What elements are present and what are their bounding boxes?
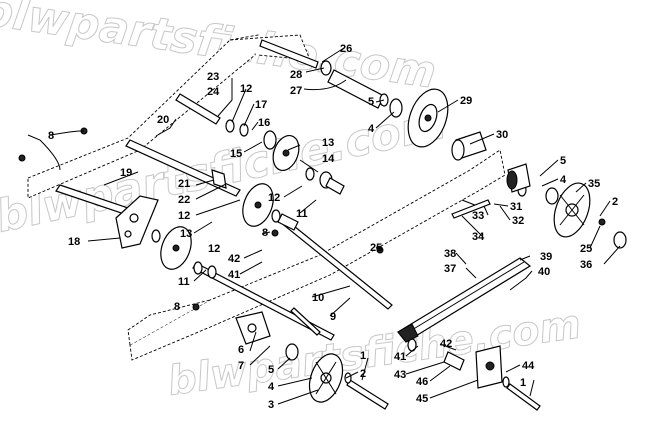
callout-42b: 42	[440, 338, 452, 350]
lower-rail	[127, 149, 506, 361]
callout-8c: 8	[174, 301, 180, 313]
callout-15: 15	[230, 148, 242, 160]
bracket-6	[235, 311, 271, 345]
wheel-13a	[272, 134, 300, 172]
callout-18: 18	[68, 236, 80, 248]
callout-27: 27	[290, 85, 302, 97]
callout-11a: 11	[296, 208, 308, 220]
callout-8b: 8	[262, 227, 268, 239]
callout-5a: 5	[368, 96, 374, 108]
callout-7: 7	[238, 360, 244, 372]
callout-41b: 41	[394, 351, 406, 363]
callout-25a: 25	[370, 242, 382, 254]
callout-30: 30	[496, 129, 508, 141]
callout-13b: 13	[180, 228, 192, 240]
callout-41a: 41	[228, 269, 240, 281]
callout-26: 26	[340, 43, 352, 55]
callout-43: 43	[394, 369, 406, 381]
callout-12d: 12	[208, 243, 220, 255]
wheel-12b	[242, 183, 274, 227]
callout-12c: 12	[178, 210, 190, 222]
bracket-18	[115, 195, 159, 249]
callout-4a: 4	[368, 123, 375, 135]
callout-10: 10	[312, 292, 324, 304]
callout-28: 28	[290, 69, 302, 81]
callout-45: 45	[416, 393, 428, 405]
callout-3: 3	[268, 399, 274, 411]
callout-8a: 8	[48, 130, 54, 142]
callout-42a: 42	[228, 253, 240, 265]
callout-20: 20	[157, 114, 169, 126]
callout-25b: 25	[580, 243, 592, 255]
callout-labels: 26 28 27 23 24 12 17 16 15 20 8 19 21 22…	[48, 43, 618, 411]
callout-9: 9	[330, 311, 336, 323]
callout-37: 37	[444, 263, 456, 275]
callout-44: 44	[522, 360, 535, 372]
callout-32: 32	[512, 215, 524, 227]
callout-6: 6	[238, 344, 244, 356]
callout-1b: 1	[520, 377, 526, 389]
callout-22: 22	[178, 194, 190, 206]
callout-1a: 1	[360, 350, 366, 362]
callout-14: 14	[322, 153, 335, 165]
callout-38: 38	[444, 248, 456, 260]
callout-21: 21	[178, 178, 190, 190]
callout-5c: 5	[268, 364, 274, 376]
callout-36: 36	[580, 259, 592, 271]
shafts	[55, 39, 541, 411]
block-44	[475, 345, 503, 389]
callout-24: 24	[207, 86, 220, 98]
callout-33: 33	[472, 210, 484, 222]
hub-assembly	[451, 131, 531, 193]
callout-4c: 4	[268, 381, 275, 393]
callout-16: 16	[258, 117, 270, 129]
wheel-right-large	[553, 182, 591, 238]
callout-12b: 12	[268, 192, 280, 204]
callout-17: 17	[255, 99, 267, 111]
callout-39: 39	[540, 251, 552, 263]
callout-35: 35	[588, 178, 600, 190]
callout-40: 40	[538, 266, 550, 278]
callout-2b: 2	[360, 368, 366, 380]
callout-13a: 13	[322, 137, 334, 149]
callout-4b: 4	[560, 174, 567, 186]
callout-34: 34	[472, 231, 485, 243]
callout-5b: 5	[560, 155, 566, 167]
wheel-13b	[160, 226, 192, 270]
arm-37	[397, 257, 532, 343]
callout-12a: 12	[240, 83, 252, 95]
callout-23: 23	[207, 71, 219, 83]
callout-31: 31	[510, 201, 522, 213]
lever-21	[211, 169, 227, 189]
wheel-upper-right	[407, 88, 449, 148]
callout-19: 19	[120, 167, 132, 179]
callout-2a: 2	[612, 196, 618, 208]
callout-29: 29	[460, 95, 472, 107]
leader-lines	[27, 47, 621, 405]
callout-46: 46	[416, 376, 428, 388]
callout-11b: 11	[178, 276, 190, 288]
